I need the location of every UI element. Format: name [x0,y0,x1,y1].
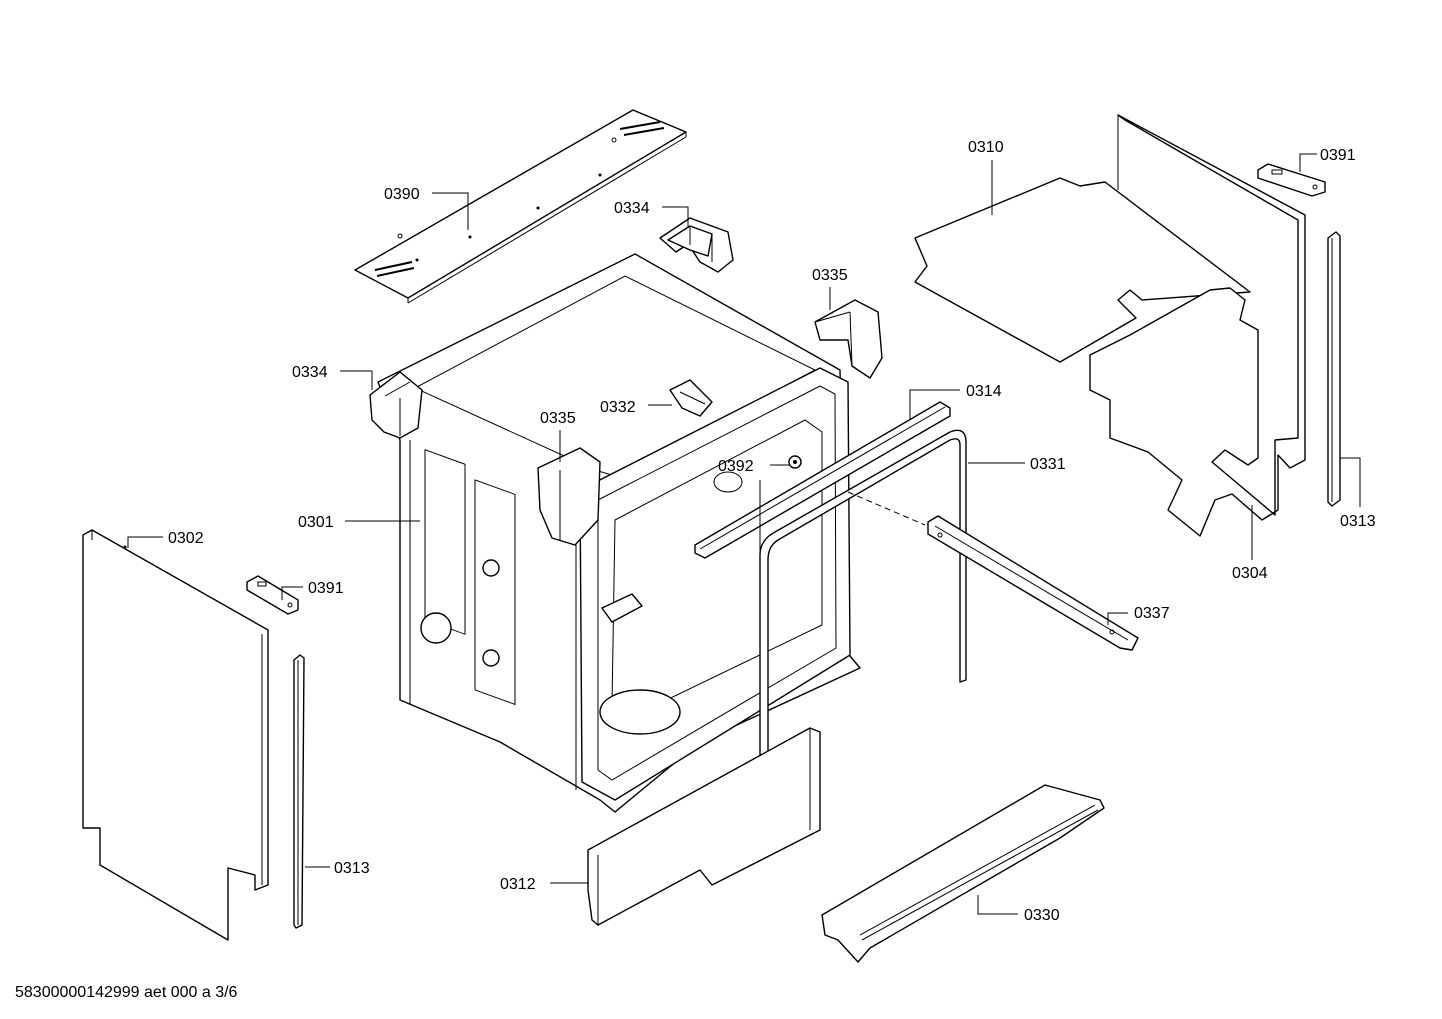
part-0335-mid-bracket [537,447,601,546]
label-0313-left: 0313 [334,860,370,877]
part-0313-right-trim [1327,231,1341,507]
alignment-dash [847,491,926,526]
leader-lines [127,153,1361,915]
label-0302: 0302 [168,530,204,547]
part-0390-top-plate [354,109,687,304]
document-reference: 58300000142999 aet 000 a 3/6 [15,984,238,1001]
part-0330-bottom-rail [821,784,1105,963]
label-0335-top: 0335 [812,267,848,284]
label-0337: 0337 [1134,605,1170,622]
label-0301: 0301 [298,514,334,531]
label-0391-top: 0391 [1320,147,1356,164]
part-0335-upper-right-bracket [814,299,883,379]
label-0332: 0332 [600,399,636,416]
part-0301-tub [377,253,861,813]
label-0313-right: 0313 [1340,513,1376,530]
part-0334-left-bracket [369,371,423,439]
part-0304-side-panel [1089,114,1306,537]
part-0310-insulation-mat [914,177,1251,363]
part-0302-left-panel [82,529,269,941]
label-0334-top: 0334 [614,200,650,217]
label-0392: 0392 [718,458,754,475]
part-0332-lock [669,379,713,417]
part-0337-rail [927,515,1139,651]
label-0314: 0314 [966,383,1002,400]
part-0392-pivot [788,455,802,469]
label-0331: 0331 [1030,456,1066,473]
label-0310: 0310 [968,139,1004,156]
label-0304: 0304 [1232,565,1268,582]
label-0391-left: 0391 [308,580,344,597]
label-0335-mid: 0335 [540,410,576,427]
part-0313-left-trim [293,654,305,929]
part-0391-upper-clip [1257,163,1326,197]
part-0314-upper-seal [694,401,951,559]
part-0312-plinth-insulation [587,727,821,926]
part-0331-door-seal [759,429,967,799]
label-0390: 0390 [384,186,420,203]
label-0330: 0330 [1024,907,1060,924]
part-0391-lower-clip [246,575,299,615]
label-0334-left: 0334 [292,364,328,381]
part-0334-upper-bracket [659,217,734,273]
label-0312: 0312 [500,876,536,893]
